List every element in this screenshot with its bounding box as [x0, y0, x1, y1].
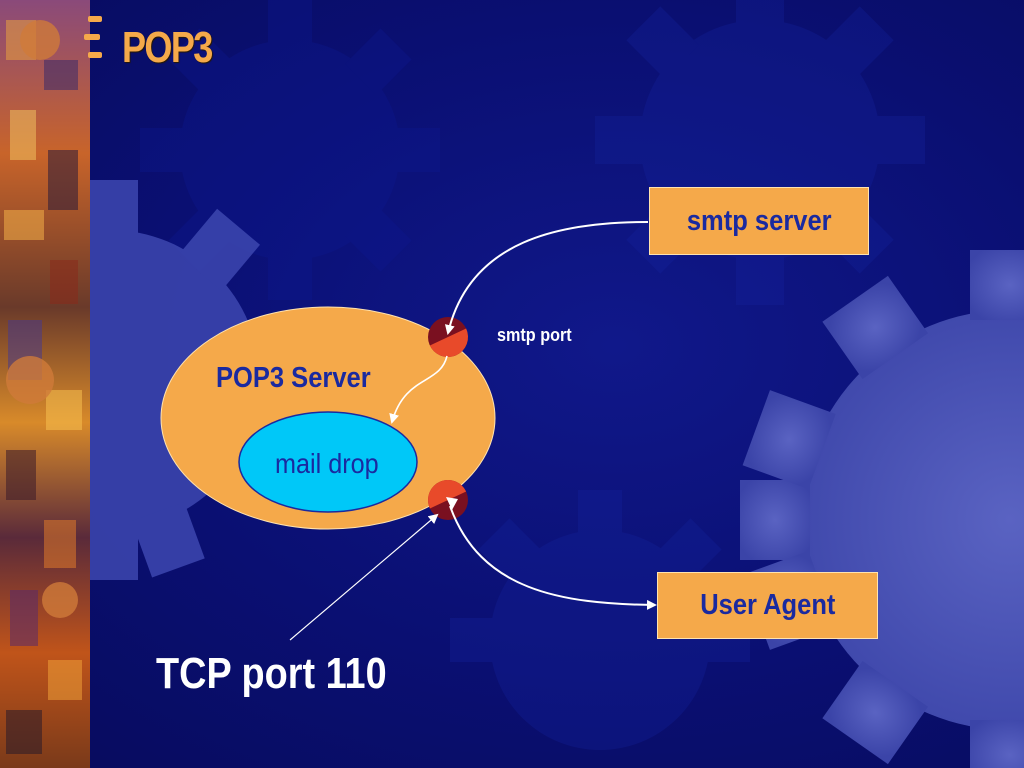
smtp-port-to-mail-drop-arrow [389, 355, 448, 424]
title-gear-icon [84, 16, 102, 58]
decorative-side-strip [0, 0, 90, 768]
smtp-server-label: smtp server [686, 204, 832, 237]
smtp-server-to-port-arrow [444, 221, 649, 335]
tcp-port-label: TCP port 110 [156, 649, 387, 698]
smtp-port-label: smtp port [497, 325, 572, 345]
pop3-server-label: POP3 Server [216, 362, 371, 394]
smtp-server-box: smtp server [649, 187, 869, 255]
mail-drop-ellipse [238, 411, 418, 513]
mail-drop-label: mail drop [275, 448, 379, 479]
user-agent-box: User Agent [657, 572, 878, 639]
port-entry-arrowhead [446, 497, 458, 510]
user-agent-label: User Agent [699, 589, 836, 621]
tcp-port-pointer-line [289, 513, 439, 641]
slide-title: POP3 [122, 23, 213, 72]
smtp-port-circle [428, 317, 468, 357]
port-to-user-agent-arrow [449, 505, 657, 610]
